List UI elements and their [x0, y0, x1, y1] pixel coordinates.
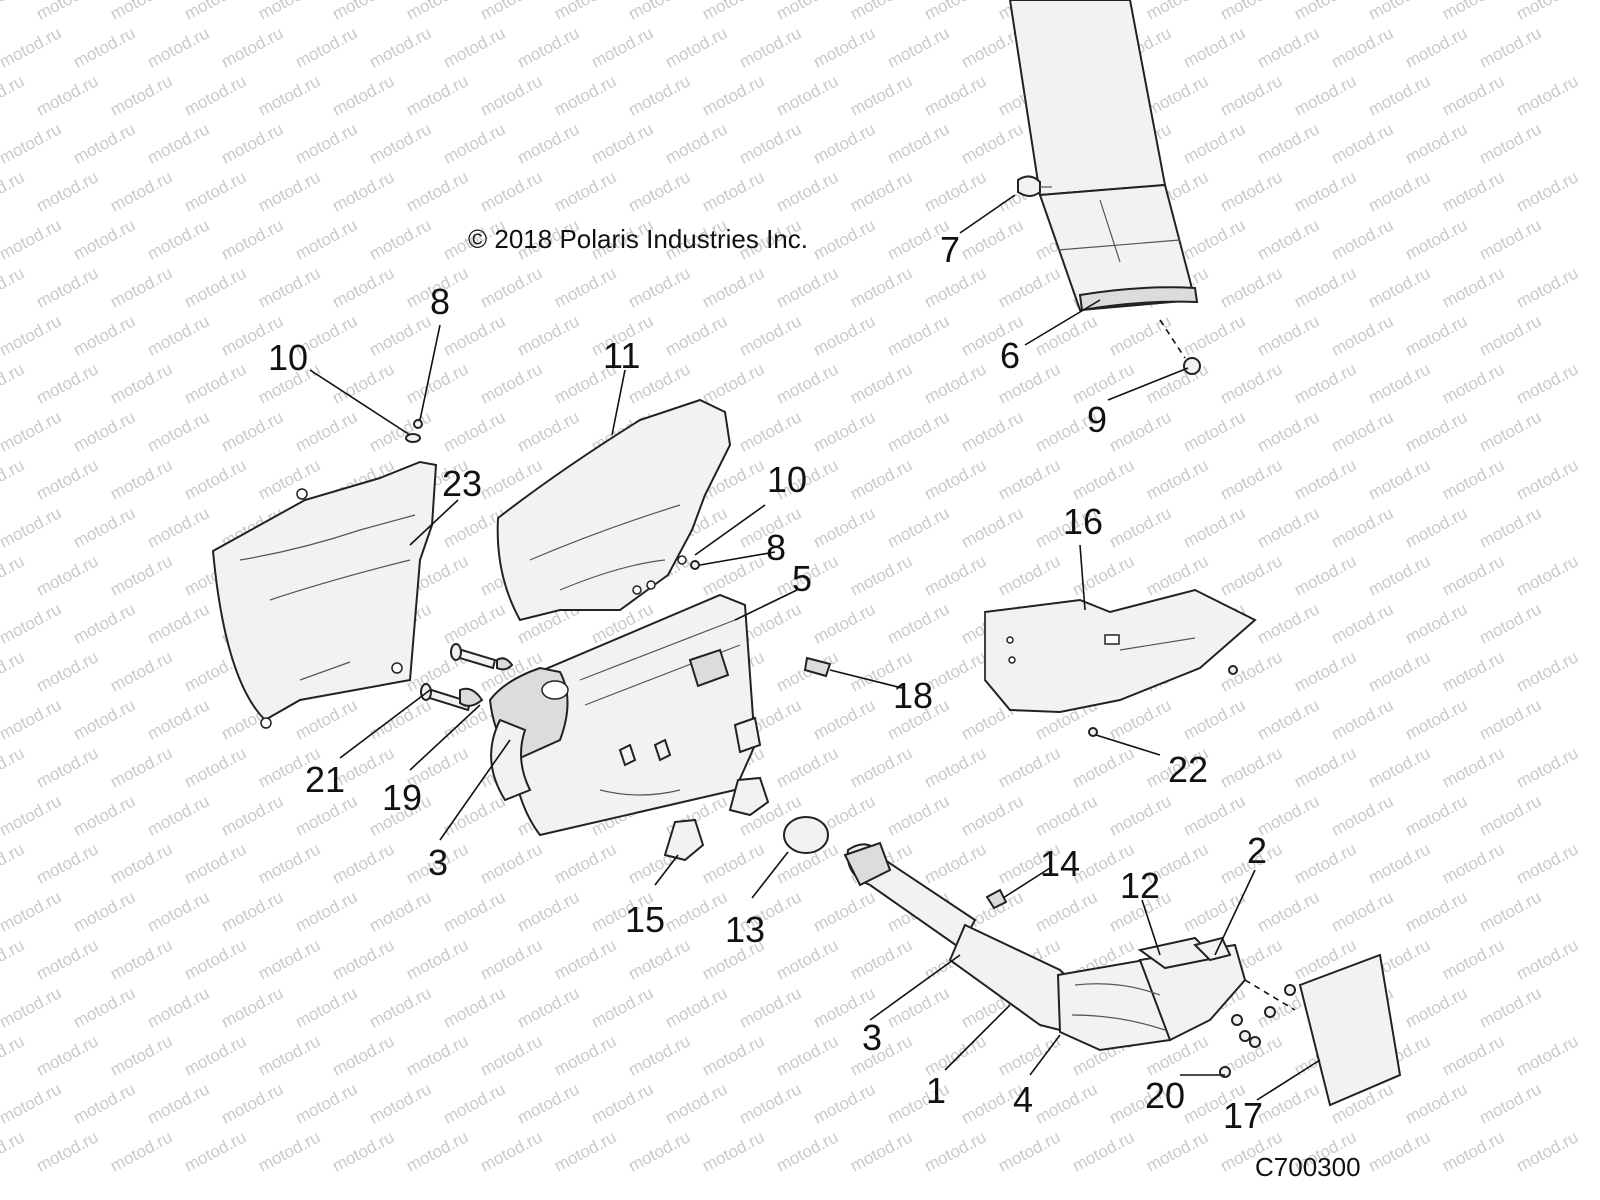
gasket — [783, 816, 829, 854]
callout-21: 21 — [305, 759, 346, 800]
screw — [1088, 727, 1098, 737]
head-pipe — [843, 841, 1247, 1052]
leader-lines — [309, 194, 1321, 1101]
callout-9: 9 — [1087, 399, 1108, 440]
bolts — [1219, 984, 1296, 1078]
copyright-notice: © 2018 Polaris Industries Inc. — [468, 224, 808, 254]
drawing-code: C700300 — [1255, 1152, 1361, 1182]
heat-shield-right — [496, 398, 732, 622]
callout-11: 11 — [603, 335, 641, 376]
callout-6: 6 — [1000, 335, 1021, 376]
springs-bolts — [420, 643, 514, 712]
callout-12: 12 — [1120, 865, 1161, 906]
callout-5: 5 — [792, 558, 813, 599]
rubber-mount — [728, 776, 770, 817]
rubber-mount — [663, 818, 705, 862]
assembly-dashed-line — [1244, 979, 1296, 1011]
callout-13: 13 — [725, 909, 766, 950]
pipe-clip — [1017, 175, 1052, 197]
callout-23: 23 — [442, 463, 483, 504]
muffler — [488, 593, 762, 837]
heat-shield-left — [211, 460, 438, 729]
nut — [1183, 357, 1201, 375]
callout-4: 4 — [1013, 1079, 1034, 1120]
callout-3-lower: 3 — [862, 1017, 883, 1058]
callout-17: 17 — [1223, 1095, 1264, 1136]
screw — [1228, 665, 1238, 675]
callout-8-lower: 8 — [766, 527, 787, 568]
callout-7: 7 — [940, 229, 961, 270]
cover-plate — [1298, 953, 1402, 1107]
spring — [803, 656, 832, 678]
washer — [405, 433, 421, 443]
oxygen-sensor — [985, 888, 1008, 910]
callout-18: 18 — [893, 675, 934, 716]
callout-3-upper: 3 — [428, 842, 449, 883]
callout-8: 8 — [430, 281, 451, 322]
callout-15: 15 — [625, 899, 666, 940]
callout-2: 2 — [1247, 830, 1268, 871]
callout-10: 10 — [268, 337, 309, 378]
bracket-shield — [984, 588, 1257, 714]
assembly-dashed-line — [1159, 319, 1186, 359]
callout-14: 14 — [1040, 843, 1081, 884]
callout-16: 16 — [1063, 501, 1104, 542]
callout-19: 19 — [382, 777, 423, 818]
bolt — [690, 560, 700, 570]
callout-22: 22 — [1168, 749, 1209, 790]
callout-20: 20 — [1145, 1075, 1186, 1116]
bolt — [413, 419, 423, 429]
callout-1: 1 — [926, 1070, 947, 1111]
callout-10-lower: 10 — [767, 459, 808, 500]
tail-pipe — [1008, 0, 1199, 312]
